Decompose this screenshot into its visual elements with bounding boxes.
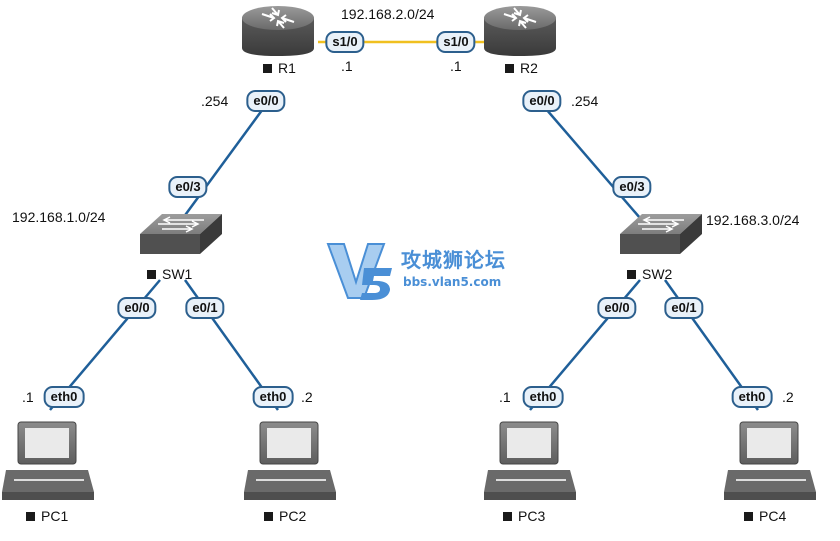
device-name-text: PC4 <box>759 508 787 524</box>
r2-s10-address: .1 <box>450 58 462 74</box>
pc2-address: .2 <box>301 389 313 405</box>
router-icon[interactable] <box>484 6 556 56</box>
port-sw1-e00[interactable]: e0/0 <box>117 297 157 319</box>
port-pc2-eth0[interactable]: eth0 <box>252 386 294 408</box>
port-pc4-eth0[interactable]: eth0 <box>731 386 773 408</box>
v5-logo-icon <box>326 243 392 300</box>
watermark-cn-text: 攻城狮论坛 <box>401 248 506 272</box>
port-r2-e00[interactable]: e0/0 <box>522 90 562 112</box>
pc1-address: .1 <box>22 389 34 405</box>
device-name-text: R2 <box>520 60 538 76</box>
port-r2-s10[interactable]: s1/0 <box>436 31 476 53</box>
device-square-icon <box>503 512 512 521</box>
port-sw2-e00[interactable]: e0/0 <box>597 297 637 319</box>
device-name-r1: R1 <box>263 60 296 76</box>
switch-icon[interactable] <box>140 214 222 254</box>
device-name-pc2: PC2 <box>264 508 306 524</box>
device-square-icon <box>744 512 753 521</box>
port-r1-s10[interactable]: s1/0 <box>325 31 365 53</box>
port-sw1-e01[interactable]: e0/1 <box>185 297 225 319</box>
device-name-text: SW1 <box>162 266 193 282</box>
r1-s10-address: .1 <box>341 58 353 74</box>
pc-icon[interactable] <box>244 421 336 500</box>
pc-icon[interactable] <box>2 421 94 500</box>
device-name-pc1: PC1 <box>26 508 68 524</box>
device-name-text: PC3 <box>518 508 546 524</box>
device-square-icon <box>147 270 156 279</box>
device-square-icon <box>26 512 35 521</box>
device-name-pc3: PC3 <box>503 508 545 524</box>
router-icon[interactable] <box>242 6 314 56</box>
device-name-text: R1 <box>278 60 296 76</box>
link-r1-sw1 <box>181 101 270 219</box>
port-sw1-e03[interactable]: e0/3 <box>168 176 208 198</box>
device-name-pc4: PC4 <box>744 508 786 524</box>
pc3-address: .1 <box>499 389 511 405</box>
device-name-text: PC1 <box>41 508 69 524</box>
device-name-r2: R2 <box>505 60 538 76</box>
port-sw2-e03[interactable]: e0/3 <box>612 176 652 198</box>
pc4-address: .2 <box>782 389 794 405</box>
link-r2-sw2 <box>539 101 641 219</box>
device-square-icon <box>264 512 273 521</box>
port-sw2-e01[interactable]: e0/1 <box>664 297 704 319</box>
wan-network-label: 192.168.2.0/24 <box>341 6 435 22</box>
r1-e00-address: .254 <box>201 93 229 109</box>
lan1-network-label: 192.168.1.0/24 <box>12 209 106 225</box>
port-r1-e00[interactable]: e0/0 <box>246 90 286 112</box>
device-name-text: SW2 <box>642 266 673 282</box>
watermark-url-text: bbs.vlan5.com <box>403 275 502 289</box>
device-name-sw1: SW1 <box>147 266 192 282</box>
r2-e00-address: .254 <box>571 93 599 109</box>
lan2-network-label: 192.168.3.0/24 <box>706 212 800 228</box>
port-pc1-eth0[interactable]: eth0 <box>43 386 85 408</box>
switch-icon[interactable] <box>620 214 702 254</box>
device-square-icon <box>627 270 636 279</box>
pc-icon[interactable] <box>724 421 816 500</box>
pc-icon[interactable] <box>484 421 576 500</box>
device-name-sw2: SW2 <box>627 266 672 282</box>
watermark-logo: 攻城狮论坛 bbs.vlan5.com <box>322 238 532 304</box>
port-pc3-eth0[interactable]: eth0 <box>522 386 564 408</box>
device-name-text: PC2 <box>279 508 307 524</box>
device-square-icon <box>505 64 514 73</box>
device-square-icon <box>263 64 272 73</box>
